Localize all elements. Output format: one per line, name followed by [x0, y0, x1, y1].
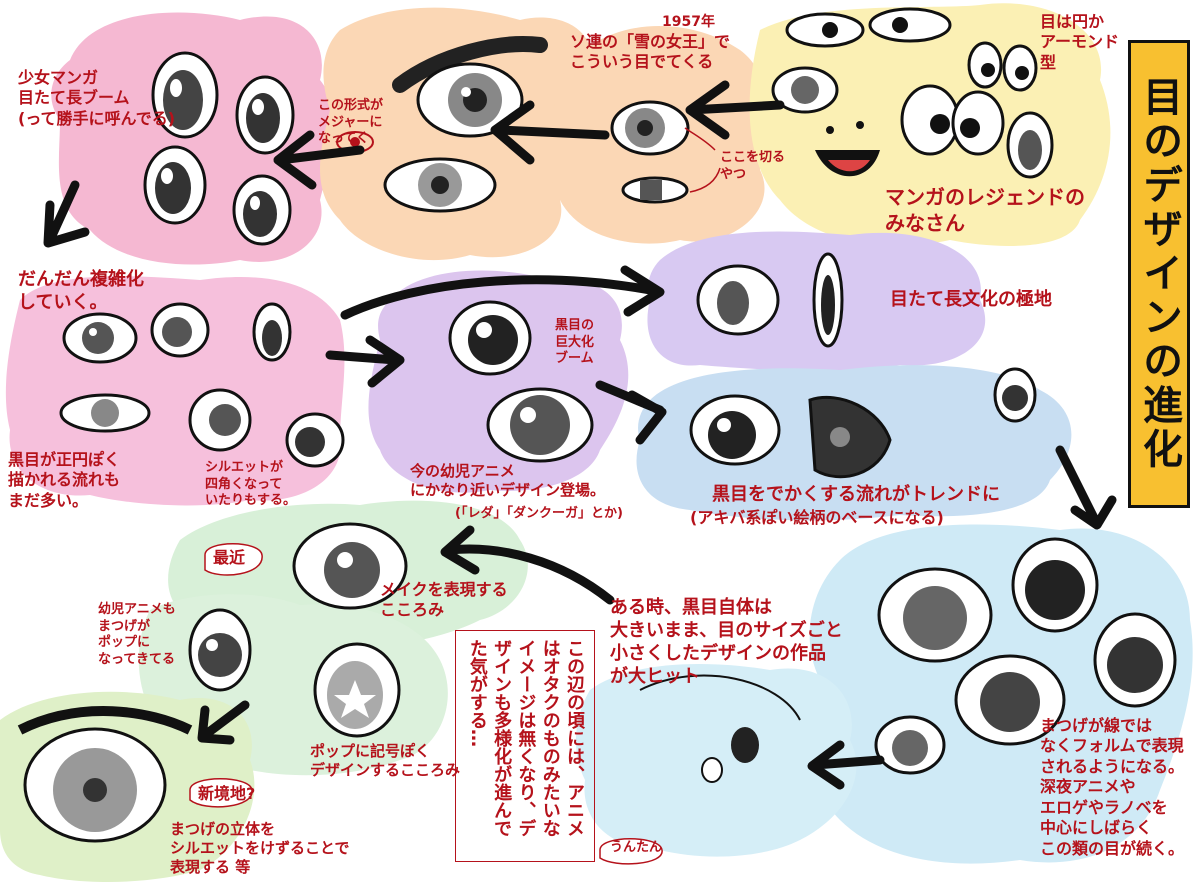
eye-legend-1: [785, 12, 865, 48]
eye-big-1: [448, 300, 532, 376]
label-kids-lashes: 幼児アニメも まつげが ポップに なってきてる: [98, 602, 176, 667]
blob-pink-shoujo: [51, 12, 334, 265]
label-big-pupil-trend: 黒目をでかくする流れがトレンドに: [712, 484, 1000, 505]
eye-shoujo-2: [235, 75, 295, 155]
label-new-frontier: 新境地?: [198, 784, 256, 803]
eye-pop-1: [188, 608, 252, 692]
eye-complex-5: [188, 388, 252, 452]
label-pop-symbol: ポップに記号ぽく デザインするこころみ: [310, 742, 461, 780]
label-makeup: メイクを表現する こころみ: [380, 580, 508, 620]
eye-lash-2: [1011, 537, 1099, 633]
label-tall-extreme: 目たて長文化の極地: [890, 289, 1052, 310]
eye-lash-4: [954, 654, 1066, 746]
eye-tall-1: [696, 264, 780, 336]
label-silhouette: シルエットが 四角くなって いたりもする。: [205, 460, 297, 509]
label-round-almond: 目は円か アーモンド 型: [1040, 12, 1120, 72]
eye-legend-6: [900, 84, 960, 156]
bubble-new: [189, 778, 253, 808]
eye-tall-2: [812, 252, 844, 348]
eye-new-1: [17, 706, 193, 843]
note-box: この辺の頃には、アニメはオタクのものみたいなイメージは無くなり、デザインも多様化…: [455, 630, 595, 862]
arrow-grey-to-shoujo: [273, 130, 365, 190]
label-hit: ある時、黒目自体は 大きいまま、目のサイズごと 小さくしたデザインの作品 が大ヒ…: [610, 597, 843, 688]
label-akiba-base: (アキバ系ぽい絵柄のベースになる): [690, 508, 944, 527]
arrow-complex-to-lilac: [325, 335, 405, 388]
label-year: 1957年: [662, 14, 715, 30]
eye-shoujo-3: [143, 145, 207, 225]
eye-drawings: [17, 7, 1177, 843]
title-box: 目のデザインの進化: [1128, 40, 1190, 508]
face-small: [639, 674, 801, 783]
label-legends: マンガのレジェンドの みなさん: [885, 185, 1085, 235]
eye-legend-2: [868, 7, 952, 43]
eye-legend-3: [771, 66, 839, 114]
eye-complex-4: [59, 393, 151, 433]
label-lash-3d: まつげの立体を シルエットをけずることで 表現する 等: [170, 820, 350, 877]
eye-pop-2: [313, 642, 401, 738]
label-snow-queen: ソ連の「雪の女王」で こういう目でてくる: [570, 32, 731, 72]
eye-complex-3: [252, 302, 292, 362]
label-recent: 最近: [213, 548, 246, 567]
arrow-snow-to-grey: [490, 100, 610, 165]
arrow-complex-to-tall: [340, 265, 665, 320]
eye-shoujo-4: [232, 174, 292, 246]
eye-legend-5: [1002, 44, 1038, 92]
bubble-untan: [599, 838, 663, 865]
eyebrow: [392, 36, 548, 93]
label-modern-kids: 今の幼児アニメ にかなり近いデザイン登場。: [410, 462, 606, 500]
arrow-shoujo-down: [43, 180, 90, 248]
label-shoujo-boom: 少女マンガ 目たて長ブーム (って勝手に呼んでる): [18, 68, 176, 128]
eye-snow-1: [610, 100, 690, 156]
page-title: 目のデザインの進化: [1136, 76, 1182, 472]
label-format-major: この形式が メジャーに なってく: [318, 98, 384, 147]
eye-lash-3: [1093, 612, 1177, 708]
label-complex: だんだん複雑化 していく。: [18, 269, 144, 314]
eye-recent-1: [292, 522, 408, 610]
label-lashes-form: まつげが線では なくフォルムで表現 されるようになる。 深夜アニメや エロゲやラ…: [1040, 716, 1185, 858]
eye-lash-1: [877, 567, 993, 663]
eye-complex-6: [285, 412, 345, 468]
arrow-trend-to-lashes: [1055, 445, 1117, 530]
eye-trend-1: [689, 394, 781, 466]
arrow-pop-to-new: [197, 700, 250, 745]
eye-grey-1: [416, 62, 524, 138]
arrow-hit-to-recent: [440, 525, 615, 605]
eye-big-2: [486, 387, 594, 463]
arrow-legends-to-snow: [685, 80, 785, 140]
eye-trend-3: [993, 367, 1037, 423]
eye-legend-8: [1006, 111, 1054, 179]
arrow-lilac-to-trend: [595, 380, 667, 445]
label-pupil-round: 黒目が正円ぽく 描かれる流れも まだ多い。: [8, 450, 121, 510]
eye-complex-1: [62, 312, 138, 364]
eye-legend-4: [967, 41, 1003, 89]
arrow-lashes-to-hit: [807, 740, 885, 790]
face-smile: [815, 121, 880, 177]
flow-arrows: [43, 80, 1117, 790]
eye-complex-2: [150, 302, 210, 358]
thin-arrows: [189, 127, 721, 865]
eye-snow-2: [621, 176, 689, 204]
eye-shoujo-1: [151, 51, 219, 139]
note-text: この辺の頃には、アニメはオタクのものみたいなイメージは無くなり、デザインも多様化…: [466, 639, 585, 837]
label-untan: うんたん: [610, 840, 663, 855]
eye-lash-5: [874, 715, 946, 775]
label-cut-here: ここを切る やつ: [720, 150, 786, 182]
bubble-recent: [204, 543, 263, 576]
eye-legend-7: [951, 90, 1005, 156]
label-example-titles: (「レダ」「ダンクーガ」とか): [455, 506, 623, 521]
eye-trend-2: [808, 395, 892, 479]
label-pupil-big-boom: 黒目の 巨大化 ブーム: [555, 318, 595, 367]
eye-grey-2: [383, 157, 497, 213]
